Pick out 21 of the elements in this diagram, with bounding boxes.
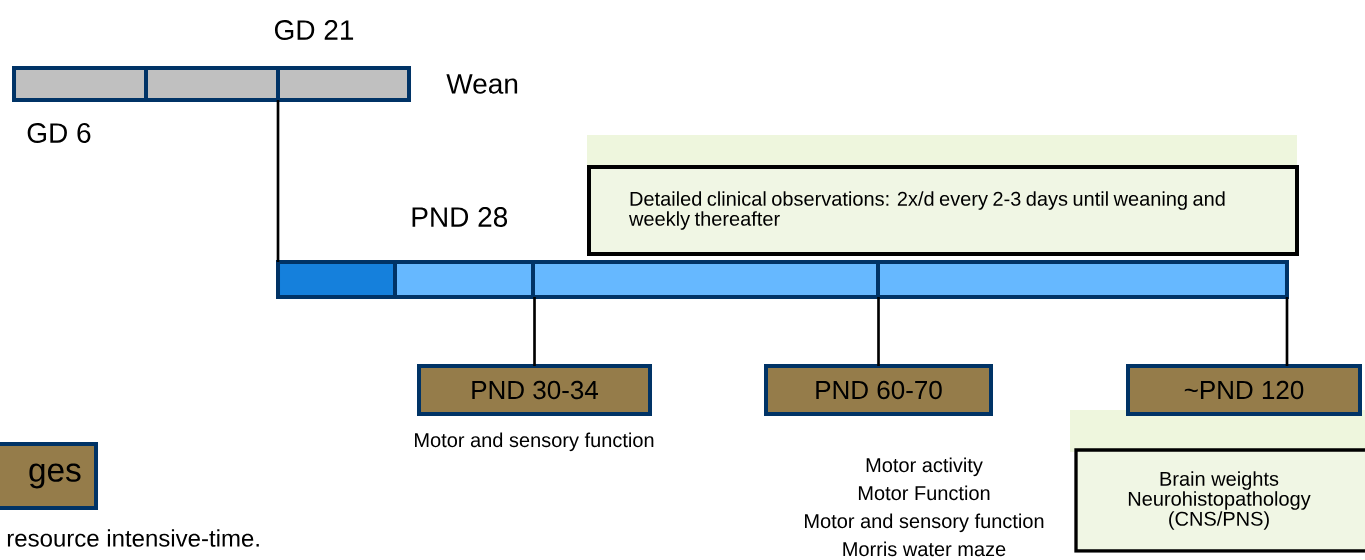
postnatal-bar [276, 260, 1289, 299]
connector-line [1285, 297, 1289, 366]
stage-box: PND 30-34 [417, 364, 652, 416]
caption-text: Motor activity [866, 457, 983, 477]
stage-box: ges [0, 442, 98, 510]
note-text: resource intensive-time. [7, 529, 259, 547]
endpoint-box: Brain weights Neurohistopathology (CNS/PNS) [1074, 448, 1365, 553]
caption-text: Motor Function [858, 485, 990, 501]
gestation-bar [12, 66, 411, 102]
timepoint-label: PND 28 [412, 207, 508, 227]
connector-line [533, 297, 536, 366]
stage-box: PND 60-70 [764, 364, 993, 416]
caption-text: Motor and sensory function [805, 513, 1044, 533]
caption-text: Motor and sensory function [415, 432, 654, 452]
connector-line [276, 100, 280, 262]
observation-box: Detailed clinical observations: 2x/d every 2-3 days until weaning and weekly thereafter [587, 165, 1299, 256]
caption-text: Morris water maze [843, 541, 1006, 557]
timepoint-label: GD 21 [274, 20, 354, 40]
timepoint-label: Wean [446, 74, 518, 94]
stage-box: ~PND 120 [1126, 364, 1362, 416]
connector-line [877, 297, 880, 366]
